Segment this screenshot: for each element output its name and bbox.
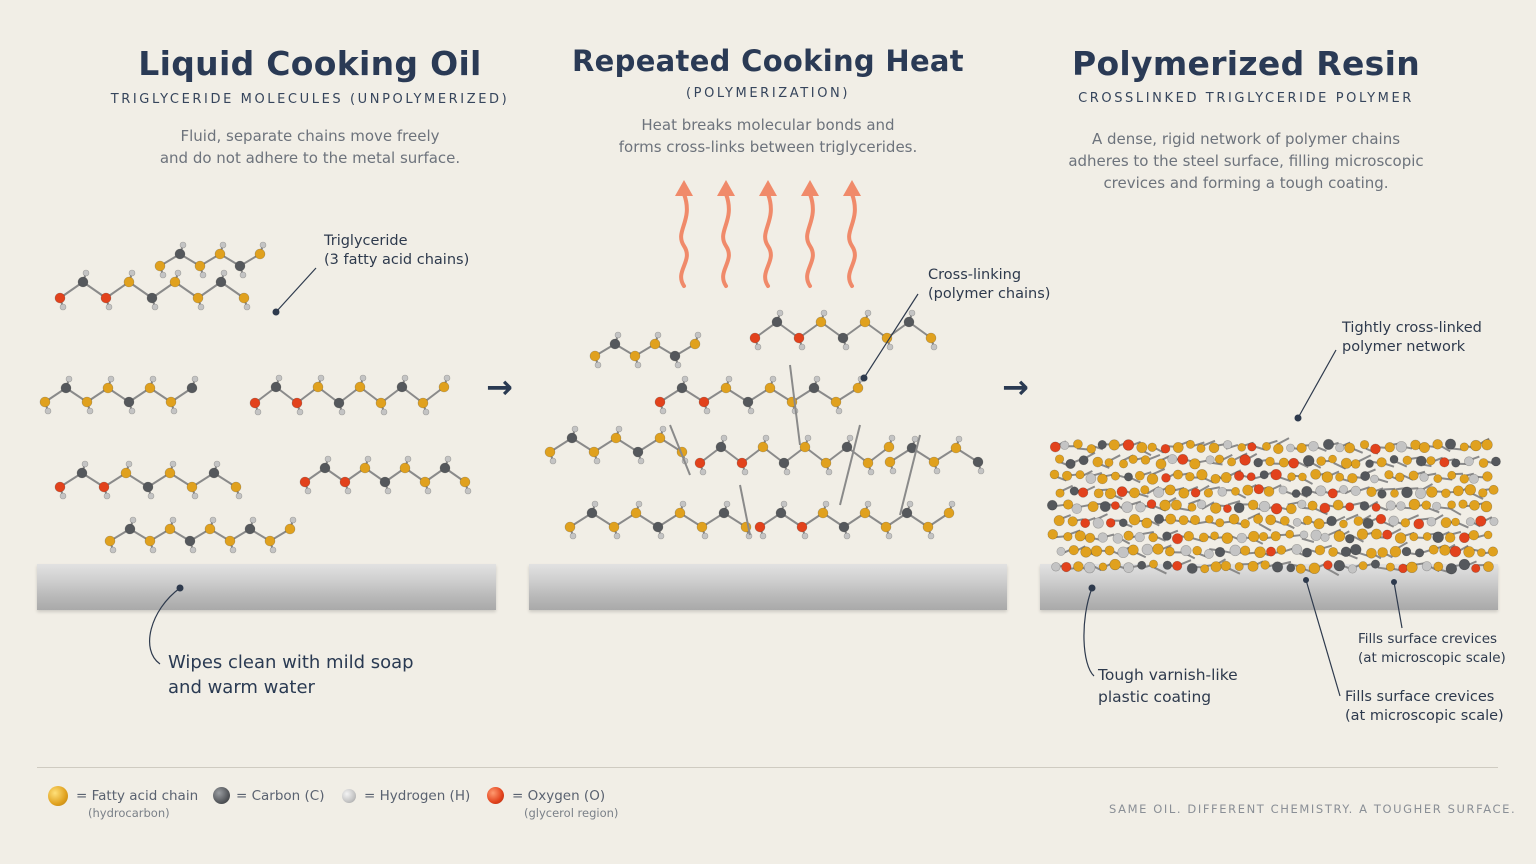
panel1-subtitle: TRIGLYCERIDE MOLECULES (UNPOLYMERIZED) xyxy=(110,92,510,107)
legend-carbon-label: = Carbon (C) xyxy=(236,788,325,804)
crosslinking-label: Cross-linking (polymer chains) xyxy=(928,266,1050,304)
panel3-desc-line2: adheres to the steel surface, filling mi… xyxy=(1068,152,1424,170)
panel3-description: A dense, rigid network of polymer chains… xyxy=(996,128,1496,194)
triglyceride-label-line2: (3 fatty acid chains) xyxy=(324,252,470,268)
steel-plate-3 xyxy=(1040,564,1498,610)
panel1-desc-line1: Fluid, separate chains move freely xyxy=(180,127,440,145)
crevices-a-line1: Fills surface crevices xyxy=(1358,631,1498,647)
crosslinking-label-line2: (polymer chains) xyxy=(928,286,1051,302)
right-arrow-icon: → xyxy=(486,368,513,406)
legend-oxygen-sub: (glycerol region) xyxy=(524,806,619,820)
crevices-label-b: Fills surface crevices (at microscopic s… xyxy=(1345,688,1504,726)
panel1-desc-line2: and do not adhere to the metal surface. xyxy=(159,149,461,167)
hydrogen-swatch-icon xyxy=(342,789,356,803)
panel1-molecules xyxy=(39,241,472,554)
wipes-clean-line2: and warm water xyxy=(168,677,315,698)
legend-fatty-label: = Fatty acid chain xyxy=(76,788,199,804)
network-label: Tightly cross-linked polymer network xyxy=(1342,319,1482,357)
fatty-acid-swatch-icon xyxy=(48,786,68,806)
panel1-title: Liquid Cooking Oil xyxy=(138,44,482,83)
panel1-description: Fluid, separate chains move freely and d… xyxy=(60,125,560,169)
panel2-subtitle: (POLYMERIZATION) xyxy=(685,86,851,101)
oxygen-swatch-icon xyxy=(487,787,504,804)
right-arrow-icon: → xyxy=(1002,368,1029,406)
network-label-line2: polymer network xyxy=(1342,339,1466,355)
legend-fatty-sub: (hydrocarbon) xyxy=(88,806,170,820)
panel3-title: Polymerized Resin xyxy=(1071,44,1421,83)
panel3-subtitle: CROSSLINKED TRIGLYCERIDE POLYMER xyxy=(1078,91,1414,106)
carbon-swatch-icon xyxy=(213,787,230,804)
heat-arrows xyxy=(675,180,861,288)
heat-wave-arrow-icon xyxy=(679,192,857,288)
crevices-b-line1: Fills surface crevices xyxy=(1345,689,1495,705)
legend-oxygen-label: = Oxygen (O) xyxy=(512,788,606,804)
wipes-clean-label: Wipes clean with mild soap and warm wate… xyxy=(168,650,414,700)
crevices-label-a: Fills surface crevices (at microscopic s… xyxy=(1358,630,1506,668)
legend-hydrogen-label: = Hydrogen (H) xyxy=(364,788,471,804)
network-label-line1: Tightly cross-linked xyxy=(1342,320,1482,336)
panel2-description: Heat breaks molecular bonds and forms cr… xyxy=(518,114,1018,158)
crevices-b-line2: (at microscopic scale) xyxy=(1345,708,1504,724)
panel2-title: Repeated Cooking Heat xyxy=(572,44,964,78)
footer-tagline: SAME OIL. DIFFERENT CHEMISTRY. A TOUGHER… xyxy=(1109,802,1517,816)
steel-plate-2 xyxy=(529,564,1007,610)
leader-network xyxy=(1297,349,1337,419)
panel3-network xyxy=(1046,437,1501,577)
panel3-desc-line3: crevices and forming a tough coating. xyxy=(1103,174,1389,192)
triglyceride-label: Triglyceride (3 fatty acid chains) xyxy=(324,232,469,270)
panel2-desc-line1: Heat breaks molecular bonds and xyxy=(641,116,895,134)
crevices-a-line2: (at microscopic scale) xyxy=(1358,650,1506,666)
panel2-molecules xyxy=(544,309,985,540)
varnish-label: Tough varnish-like plastic coating xyxy=(1098,664,1238,708)
varnish-label-line2: plastic coating xyxy=(1098,688,1212,706)
panel2-desc-line2: forms cross-links between triglycerides. xyxy=(618,138,918,156)
varnish-label-line1: Tough varnish-like xyxy=(1098,666,1238,684)
panel3-desc-line1: A dense, rigid network of polymer chains xyxy=(1091,130,1401,148)
crosslinking-label-line1: Cross-linking xyxy=(928,267,1022,283)
triglyceride-label-line1: Triglyceride xyxy=(324,233,408,249)
steel-plate-1 xyxy=(37,564,496,610)
wipes-clean-line1: Wipes clean with mild soap xyxy=(168,652,414,673)
legend-divider xyxy=(37,767,1498,768)
